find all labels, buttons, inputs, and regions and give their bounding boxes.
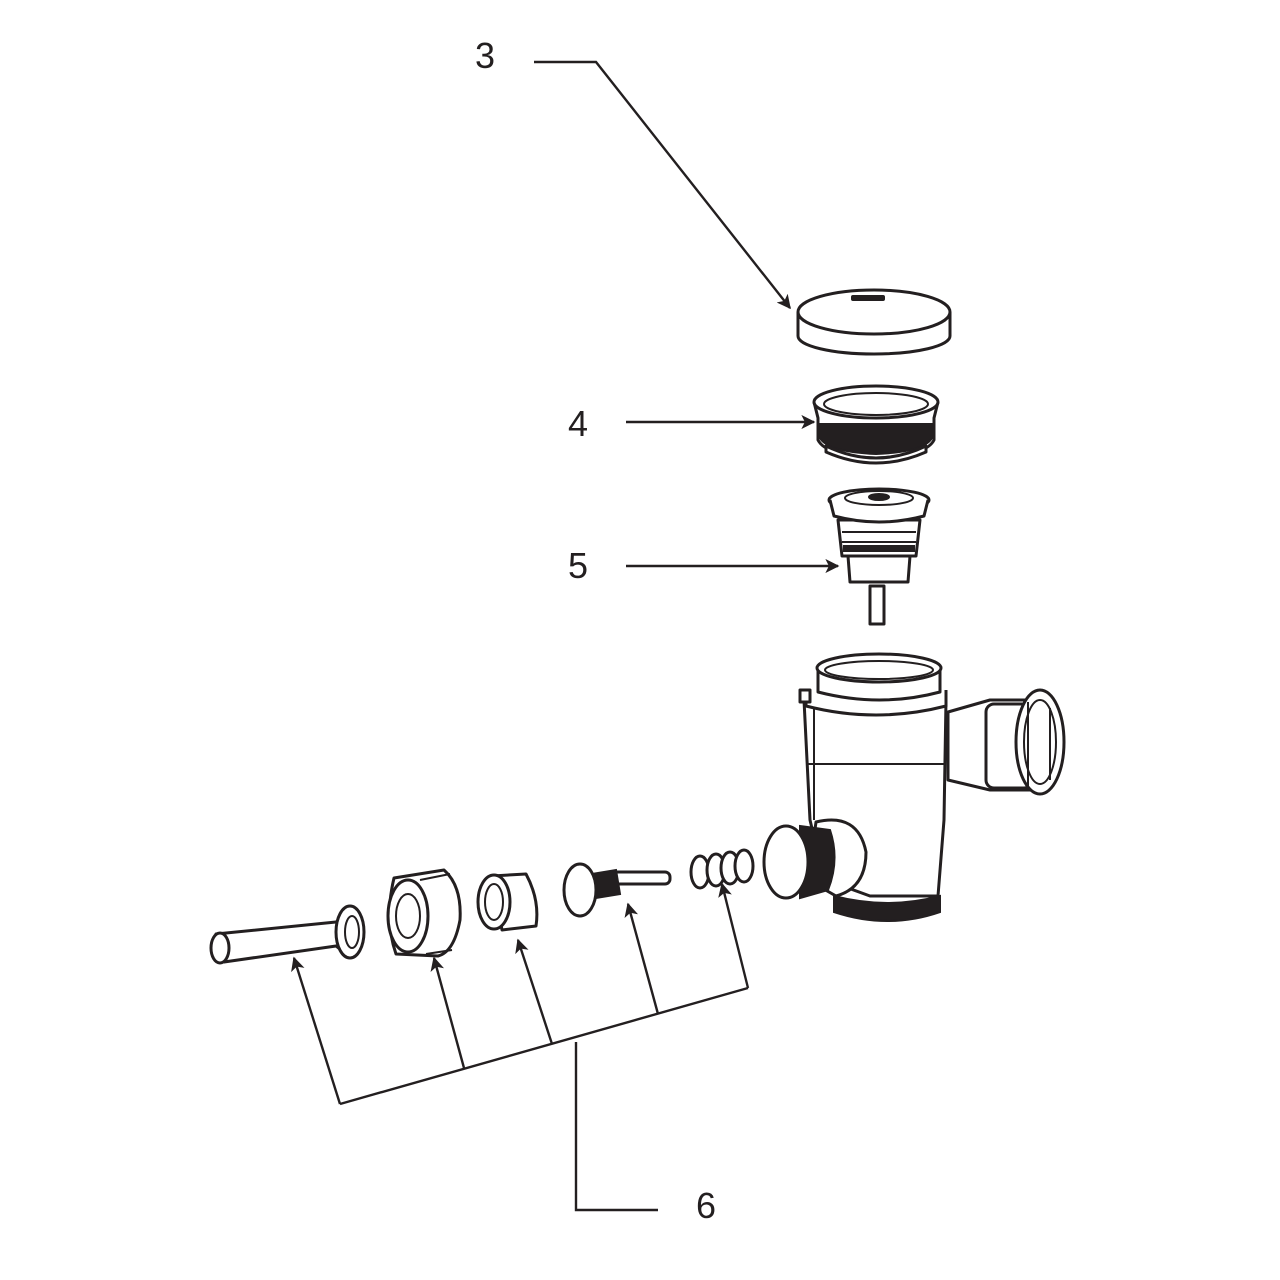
part-plunger [562, 862, 672, 918]
callout-label-5: 5 [568, 545, 589, 586]
leader-line-3 [534, 60, 791, 310]
part-valve-body [762, 652, 1066, 922]
part-hex-nut [386, 868, 462, 958]
callout-label-4: 4 [568, 403, 589, 444]
part-bushing [476, 872, 539, 932]
leader-line-6 [291, 882, 750, 1212]
part-cover-cap [796, 288, 952, 356]
part-handle [209, 904, 366, 965]
part-ring-nut [812, 384, 940, 465]
part-cartridge [827, 487, 931, 626]
callout-label-6: 6 [696, 1185, 717, 1226]
callout-label-3: 3 [475, 35, 496, 76]
part-spring [689, 848, 755, 890]
